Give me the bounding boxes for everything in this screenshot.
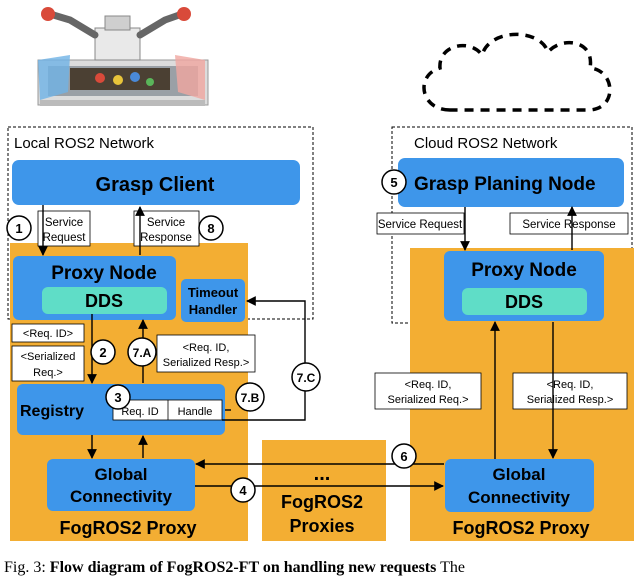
step-1: 1 <box>15 221 22 236</box>
cloud-dds <box>462 288 587 315</box>
timeout-handler-label-line1: Timeout <box>188 285 239 300</box>
service-response-cloud-label: Service Response <box>522 219 615 231</box>
req-id-serialized-req-cloud-line2: Serialized Req.> <box>387 394 468 406</box>
serialized-req-line1: <Serialized <box>21 351 76 363</box>
req-id-label: <Req. ID> <box>23 328 73 340</box>
local-global-connectivity-line2: Connectivity <box>70 487 173 506</box>
caption-bold: Flow diagram of FogROS2-FT on handling n… <box>49 559 437 576</box>
middle-proxies-label-line2: Proxies <box>289 516 354 536</box>
registry-label: Registry <box>20 403 84 420</box>
step-7b: 7.B <box>241 391 260 405</box>
registry-req-id-cell: Req. ID <box>121 406 158 418</box>
middle-proxies-label-line1: FogROS2 <box>281 492 363 512</box>
req-id-serialized-resp-local-line2: Serialized Resp.> <box>163 357 250 369</box>
grasp-planning-node-label: Grasp Planing Node <box>414 174 596 195</box>
step-3: 3 <box>114 390 121 405</box>
local-dds-label: DDS <box>85 291 123 311</box>
robot-arm-icon <box>37 7 209 106</box>
registry-table <box>112 399 223 421</box>
service-request-cloud-label: Service Request <box>378 219 463 231</box>
cloud-network-title: Cloud ROS2 Network <box>414 135 558 152</box>
step-2: 2 <box>99 345 106 360</box>
cloud-dds-label: DDS <box>505 292 543 312</box>
req-id-serialized-req-cloud-line1: <Req. ID, <box>405 379 452 391</box>
local-dds <box>42 287 167 314</box>
cloud-proxy-footer: FogROS2 Proxy <box>452 518 589 538</box>
grasp-planning-node <box>398 158 624 207</box>
local-proxy-footer: FogROS2 Proxy <box>59 518 196 538</box>
req-id-serialized-resp-cloud-line2: Serialized Resp.> <box>527 394 614 406</box>
serialized-req-line2: Req.> <box>33 367 63 379</box>
step-4: 4 <box>239 483 247 498</box>
service-request-local-line1: Service <box>45 217 83 229</box>
local-global-connectivity-line1: Global <box>95 465 148 484</box>
timeout-handler <box>181 279 245 322</box>
registry-handle-cell: Handle <box>178 406 213 418</box>
service-response-local-line1: Service <box>147 217 185 229</box>
timeout-handler-label-line2: Handler <box>189 302 237 317</box>
cloud-global-connectivity <box>445 459 594 512</box>
req-id-serialized-resp-local-line1: <Req. ID, <box>183 342 230 354</box>
step-8: 8 <box>207 221 214 236</box>
grasp-client-node <box>12 160 300 205</box>
flow-diagram: Local ROS2 Network Cloud ROS2 Network Gr… <box>6 7 634 541</box>
step-6: 6 <box>400 449 407 464</box>
local-proxy-node-label: Proxy Node <box>51 263 157 284</box>
local-network-title: Local ROS2 Network <box>14 135 155 152</box>
step-7c: 7.C <box>297 371 316 385</box>
local-global-connectivity <box>47 459 195 511</box>
cloud-icon <box>422 32 612 112</box>
figure-caption: Fig. 3: Flow diagram of FogROS2-FT on ha… <box>4 557 640 576</box>
cloud-global-connectivity-line1: Global <box>493 465 546 484</box>
grasp-client-label: Grasp Client <box>96 174 215 196</box>
cloud-global-connectivity-line2: Connectivity <box>468 488 571 507</box>
req-id-serialized-resp-cloud-line1: <Req. ID, <box>547 379 594 391</box>
step-5: 5 <box>390 175 397 190</box>
middle-fogros2-proxies <box>262 440 386 541</box>
caption-prefix: Fig. 3: <box>4 559 50 576</box>
middle-proxies-ellipsis: ... <box>314 463 331 485</box>
cloud-proxy-node-label: Proxy Node <box>471 260 577 281</box>
caption-rest: The <box>436 559 465 576</box>
service-request-local-line2: Request <box>43 232 87 244</box>
service-response-local-line2: Response <box>140 232 192 244</box>
step-7a: 7.A <box>133 346 152 360</box>
